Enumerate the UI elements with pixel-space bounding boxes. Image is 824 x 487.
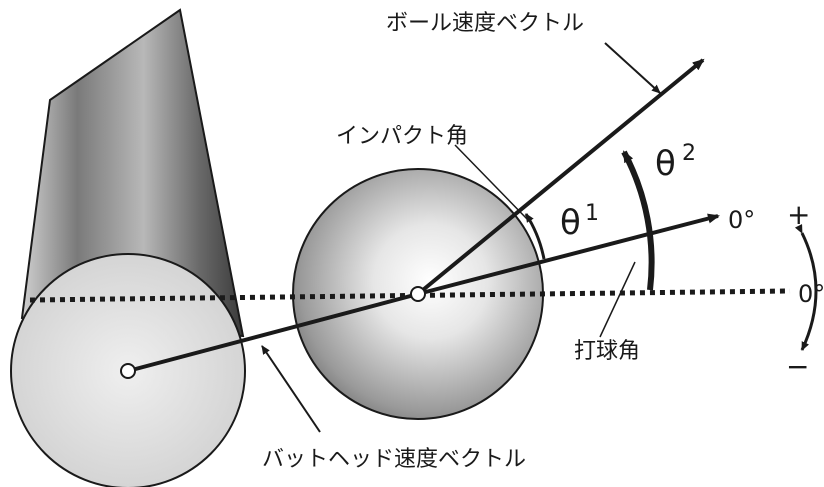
zero-degree-label: 0° — [728, 206, 755, 234]
minus-sign-label: − — [786, 350, 809, 383]
theta1-arc — [524, 213, 546, 260]
bat-center-point — [120, 363, 136, 379]
ball-velocity-leader — [604, 42, 661, 94]
theta2-symbol: θ — [655, 144, 676, 184]
theta2-superscript: 2 — [682, 141, 696, 166]
theta1-symbol: θ — [560, 203, 581, 243]
sign-convention-arrow — [794, 224, 818, 351]
zero-degree-edge-label: 0° — [798, 280, 824, 308]
ball-velocity-arrow — [416, 58, 705, 296]
bat-head-velocity-line — [127, 292, 419, 373]
bat-head-velocity-vector-label: バットヘッド速度ベクトル — [262, 447, 526, 472]
bat-head-velocity-leader — [261, 345, 321, 433]
bat-body — [20, 8, 245, 338]
theta1-superscript: 1 — [585, 201, 599, 226]
zero-degree-arrow — [417, 213, 720, 296]
impact-angle-label: インパクト角 — [336, 124, 468, 149]
ball-velocity-vector-label: ボール速度ベクトル — [386, 11, 584, 36]
ball-center-point — [410, 286, 426, 302]
hitting-angle-label: 打球角 — [574, 339, 640, 364]
theta2-arc — [621, 150, 655, 291]
plus-sign-label: + — [787, 198, 810, 231]
hitting-angle-leader — [599, 261, 636, 338]
impact-angle-leader — [454, 144, 529, 221]
